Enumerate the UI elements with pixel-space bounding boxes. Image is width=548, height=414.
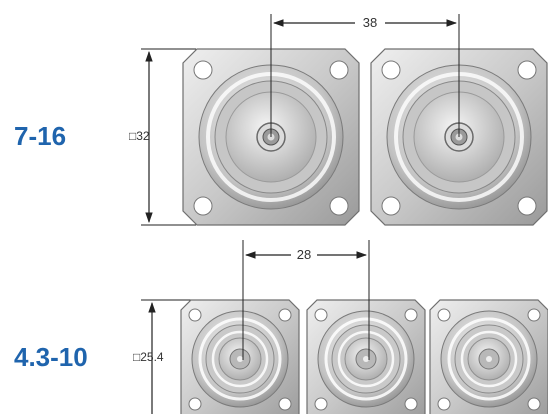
connector-row-4-3-10: 4.3-10 □25.4 (14, 240, 548, 414)
connector-flange-4-3-10-3 (429, 299, 548, 414)
connector-label-4-3-10: 4.3-10 (14, 342, 88, 372)
square-dimension-label-4-3-10: □25.4 (133, 350, 164, 364)
pitch-dimension-7-16: 38 (270, 14, 460, 137)
connector-flange-4-3-10-2 (306, 299, 426, 414)
square-dimension-7-16: □32 (129, 48, 196, 226)
pitch-dimension-4-3-10: 28 (242, 240, 370, 360)
pitch-dimension-label-7-16: 38 (363, 15, 377, 30)
pitch-dimension-label-4-3-10: 28 (297, 247, 311, 262)
square-dimension-4-3-10: □25.4 (133, 299, 196, 414)
square-dimension-label-7-16: □32 (129, 129, 150, 143)
connector-flange-7-16-1 (182, 48, 360, 226)
connector-row-7-16: 7-16 □32 (14, 14, 548, 226)
connector-label-7-16: 7-16 (14, 121, 66, 151)
connector-flange-4-3-10-1 (180, 299, 300, 414)
